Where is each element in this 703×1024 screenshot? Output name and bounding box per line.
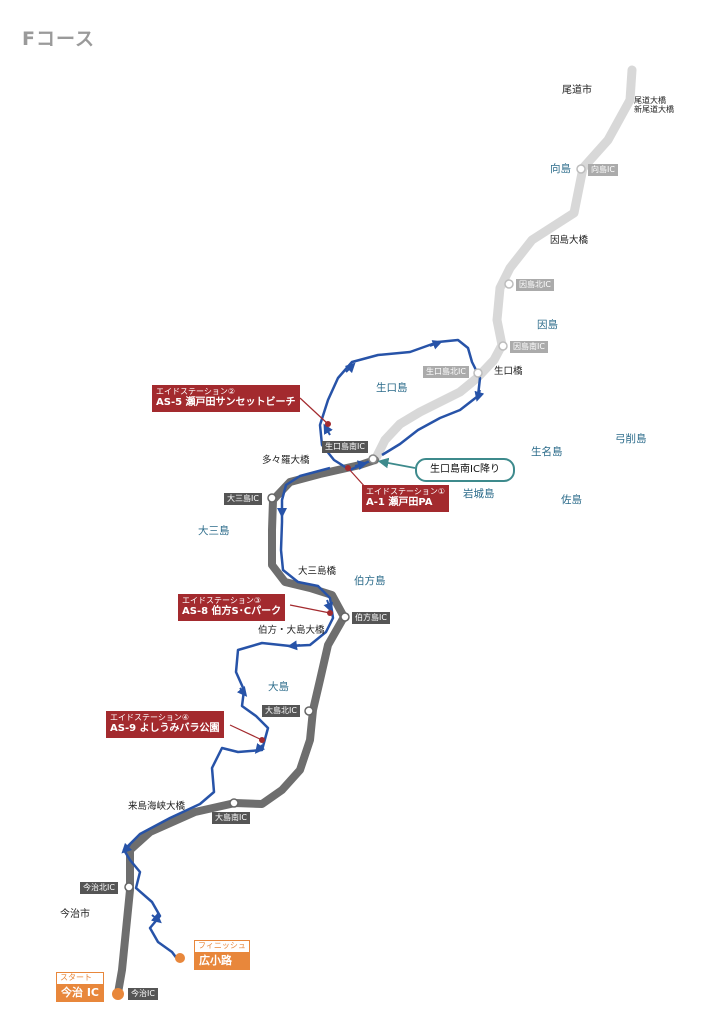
expressway-used-section: [114, 456, 379, 997]
ic-marker-imabari-kita: [124, 882, 134, 892]
aid-station-2-name: AS-5 瀬戸田サンセットビーチ: [156, 396, 296, 408]
exit-callout: 生口島南IC降り: [415, 458, 515, 482]
course-title: Fコース: [22, 28, 96, 50]
exit-callout-pointer: [377, 457, 416, 469]
ic-marker-oshima-kita: [304, 706, 314, 716]
ic-marker-omishima: [267, 493, 277, 503]
aid-station-3: エイドステーション③ AS-8 伯方S･Cパーク: [178, 594, 286, 621]
ic-label-imabari-kita: 今治北IC: [80, 882, 118, 894]
aid-station-1: エイドステーション① A-1 瀬戸田PA: [362, 485, 450, 512]
ic-label-ikuchijima-kita: 生口島北IC: [423, 366, 469, 378]
city-imabari: 今治市: [60, 909, 90, 920]
ic-label-innoshima-kita: 因島北IC: [516, 279, 554, 291]
island-ikuchijima: 生口島: [376, 382, 408, 394]
bridge-innoshima: 因島大橋: [550, 235, 589, 246]
aid-pointer-3: [289, 604, 331, 614]
start-label: スタート: [56, 972, 104, 985]
island-ikinajima: 生名島: [531, 446, 563, 458]
finish-label: フィニッシュ: [194, 940, 250, 953]
bridge-onomichi: 尾道大橋 新尾道大橋: [634, 96, 674, 115]
aid-station-2: エイドステーション② AS-5 瀬戸田サンセットビーチ: [152, 385, 300, 412]
island-yugeshima: 弓削島: [615, 433, 647, 445]
cycling-arrow: [287, 640, 301, 651]
aid-station-1-label: エイドステーション①: [366, 487, 446, 496]
city-onomichi: 尾道市: [562, 85, 592, 96]
cycling-arrow: [323, 423, 333, 436]
bridge-hakata-oshima: 伯方・大島大橋: [258, 625, 325, 636]
finish-marker: [175, 953, 185, 963]
aid-station-3-label: エイドステーション③: [182, 596, 262, 605]
aid-pointer-1: [347, 467, 367, 489]
ic-label-hakatajima: 伯方島IC: [352, 612, 390, 624]
island-mukaishima: 向島: [550, 163, 571, 175]
bridge-ikuchi: 生口橋: [494, 366, 523, 377]
expressway-unused-section: [370, 65, 637, 465]
island-innoshima: 因島: [537, 319, 558, 331]
aid-pointer-4: [229, 724, 263, 741]
aid-station-2-label: エイドステーション②: [156, 387, 236, 396]
ic-marker-hakatajima: [340, 612, 350, 622]
ic-marker-oshima-minami: [229, 798, 239, 808]
cycling-arrow: [150, 912, 162, 924]
aid-marker-2: [325, 421, 331, 427]
bridge-omishima: 大三島橋: [298, 566, 337, 577]
aid-station-4: エイドステーション④ AS-9 よしうみバラ公園: [106, 711, 224, 738]
aid-station-4-label: エイドステーション④: [110, 713, 190, 722]
cycling-arrow: [474, 389, 485, 402]
cycling-arrow: [254, 742, 266, 754]
ic-label-oshima-minami: 大島南IC: [212, 812, 250, 824]
cycling-arrow: [344, 362, 356, 374]
ic-marker-mukaishima: [576, 164, 586, 174]
ic-marker-ikuchijima-kita: [473, 368, 483, 378]
ic-label-innoshima-minami: 因島南IC: [510, 341, 548, 353]
ic-marker-ikuchijima-minami: [368, 454, 378, 464]
start-marker: [112, 988, 124, 1000]
island-sashima: 佐島: [561, 494, 582, 506]
finish-name: 広小路: [199, 953, 232, 967]
aid-marker-3: [327, 610, 333, 616]
cycling-arrow: [323, 599, 333, 613]
aid-pointer-2: [299, 397, 329, 425]
ic-label-ikuchijima-minami: 生口島南IC: [322, 441, 368, 453]
bridge-kurushima: 来島海峡大橋: [128, 801, 186, 812]
ic-label-mukaishima: 向島IC: [588, 164, 618, 176]
cycling-arrow: [354, 460, 368, 471]
aid-station-1-name: A-1 瀬戸田PA: [366, 496, 433, 508]
island-hakatajima: 伯方島: [354, 575, 386, 587]
finish-box: フィニッシュ 広小路: [194, 940, 250, 970]
bridge-tatara: 多々羅大橋: [262, 455, 310, 466]
aid-station-4-name: AS-9 よしうみバラ公園: [110, 722, 220, 734]
island-iwagijima: 岩城島: [463, 488, 495, 500]
ic-label-imabari: 今治IC: [128, 988, 158, 1000]
cycling-arrow: [429, 340, 443, 350]
island-oshima: 大島: [268, 681, 289, 693]
cycling-route-main: [122, 466, 335, 961]
ic-label-oshima-kita: 大島北IC: [262, 705, 300, 717]
ic-marker-innoshima-minami: [498, 341, 508, 351]
aid-station-3-name: AS-8 伯方S･Cパーク: [182, 605, 282, 617]
island-omishima: 大三島: [198, 525, 230, 537]
ic-label-omishima: 大三島IC: [224, 493, 262, 505]
ic-marker-innoshima-kita: [504, 279, 514, 289]
cycling-arrow: [236, 685, 248, 697]
start-box: スタート 今治 IC: [56, 972, 104, 1002]
start-name: 今治 IC: [61, 985, 99, 999]
cycling-arrow: [121, 842, 133, 854]
aid-marker-1: [345, 465, 351, 471]
aid-marker-4: [259, 737, 265, 743]
